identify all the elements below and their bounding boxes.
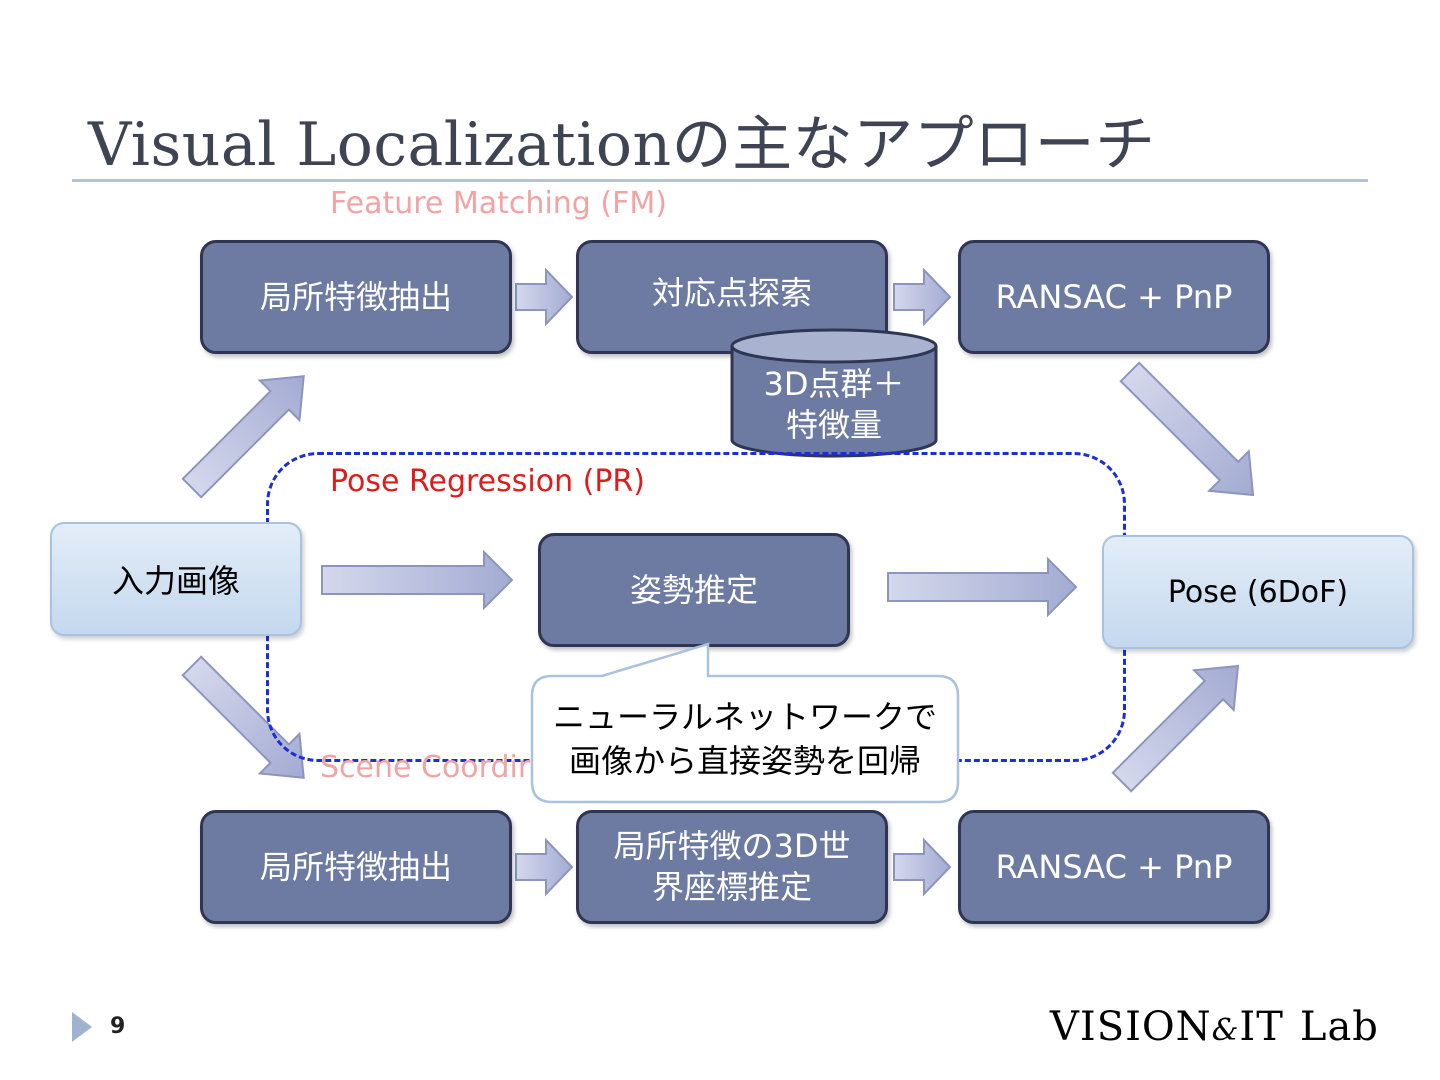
lab-logo: VISION&IT Lab [1050,1004,1379,1050]
database-label: 3D点群＋ 特徴量 [763,365,905,444]
pose-output-node: Pose (6DoF) [1102,535,1414,649]
arrow-pr-out [887,556,1078,618]
logo-lab: Lab [1299,1004,1379,1050]
sc-local-feature-extraction: 局所特徴抽出 [200,810,512,924]
arrow-fm-2 [893,267,952,327]
arrow-input-to-fm [181,375,305,499]
section-label-sc: Scene Coordir [320,750,531,785]
logo-it: IT [1239,1004,1284,1050]
arrow-fm-to-pose [1119,361,1255,497]
section-label-fm: Feature Matching (FM) [330,186,667,221]
logo-vision: VISION [1050,1004,1212,1050]
page-number: 9 [110,1014,126,1039]
arrow-fm-1 [515,267,574,327]
slide-bullet-icon [72,1012,92,1042]
arrow-pr-in [321,549,514,611]
arrow-sc-1 [515,837,574,897]
sc-3d-coordinate-estimation: 局所特徴の3D世 界座標推定 [576,810,888,924]
input-image-node: 入力画像 [50,522,302,636]
pose-estimation: 姿勢推定 [538,533,850,647]
arrow-sc-to-pose [1111,664,1240,793]
fm-ransac-pnp: RANSAC + PnP [958,240,1270,354]
callout-text: ニューラルネットワークで 画像から直接姿勢を回帰 [552,697,937,780]
title-divider [72,179,1368,182]
logo-amp: & [1211,1013,1240,1048]
fm-correspondence-search: 対応点探索 [576,240,888,354]
page-title: Visual Localizationの主なアプローチ [88,110,1156,180]
fm-local-feature-extraction: 局所特徴抽出 [200,240,512,354]
section-label-pr: Pose Regression (PR) [330,464,645,499]
sc-ransac-pnp: RANSAC + PnP [958,810,1270,924]
arrow-sc-2 [893,837,952,897]
